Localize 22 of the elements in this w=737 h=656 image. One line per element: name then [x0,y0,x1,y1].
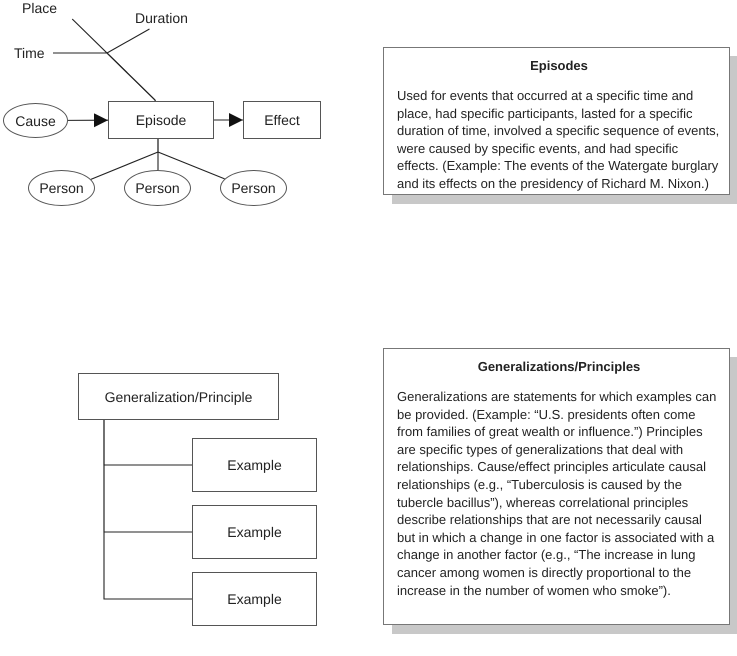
connector-line [157,139,225,180]
process-box: Example [192,438,317,492]
arrow [214,113,243,127]
arrow [68,113,108,128]
card-heading: Generalizations/Principles [476,359,642,374]
card-heading: Episodes [529,58,589,73]
process-box: Episode [108,101,214,139]
ellipse-node: Cause [3,103,68,138]
ellipse-node: Person [220,170,287,206]
card-body-text: Used for events that occurred at a specific time and place, had specific participants, lasted for a specific duration of time, involved a specific sequence of events, were caused by specific events, and had specific effects. (Example: The events of the Watergate burglary and its effects on the presidency of Richard M. Nixon.) [397,87,720,193]
connector-line [103,420,192,600]
node-label: Time [14,45,50,61]
ellipse-node: Person [28,170,95,206]
process-box: Generalization/Principle [78,373,279,420]
process-box: Example [192,572,317,626]
process-box: Example [192,505,317,559]
card-body-text: Generalizations are statements for which examples can be provided. (Example: “U.S. presidents often come from families of great wealth or influence.”) Principles are specific types of generalizations that deal with relationships. Cause/effect principles articulate causal relationships (e.g., “Tuberculosis is caused by the tubercle bacillus”), whereas correlational principles describe relationships that are not necessarily causal but in which a change in one factor is associated with a change in another factor (e.g., “The increase in lung cancer among women is directly proportional to the increase in the number of women who smoke”). [397,388,718,600]
connector-line [53,52,156,102]
node-label: Duration [135,10,201,26]
process-box: Effect [243,101,321,139]
ellipse-node: Person [124,170,191,206]
node-label: Place [22,0,70,16]
